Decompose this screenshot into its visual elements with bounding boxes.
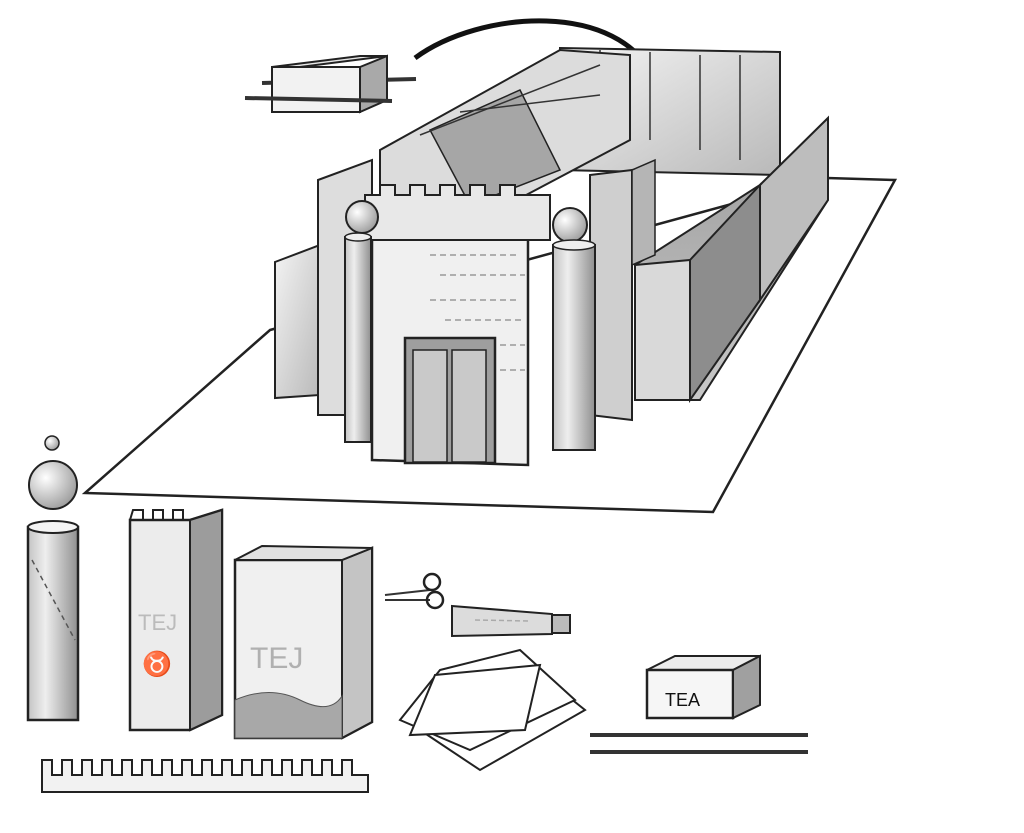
right-long-wall bbox=[634, 115, 829, 404]
carton-small-label: TEJ bbox=[138, 610, 177, 635]
cow-doodle-icon: ♉ bbox=[142, 650, 172, 678]
cardboard-tube bbox=[26, 520, 80, 722]
small-sphere bbox=[44, 435, 60, 451]
temple-door bbox=[403, 336, 497, 465]
pillar-left bbox=[344, 200, 379, 443]
scissors-icon bbox=[384, 572, 445, 610]
tea-box: TEA bbox=[645, 654, 761, 720]
pillar-right bbox=[552, 207, 596, 451]
carton-large-label: TEJ bbox=[250, 642, 303, 675]
left-annex bbox=[274, 243, 321, 400]
small-milk-carton: TEJ ♉ bbox=[128, 508, 224, 732]
large-milk-carton: TEJ bbox=[233, 544, 374, 740]
crenellated-strip bbox=[41, 759, 369, 793]
paper-stack bbox=[398, 648, 587, 772]
glue-tube-icon bbox=[451, 604, 571, 638]
floating-tea-box bbox=[244, 54, 417, 114]
tea-box-label: TEA bbox=[665, 690, 700, 710]
large-sphere bbox=[28, 460, 78, 510]
